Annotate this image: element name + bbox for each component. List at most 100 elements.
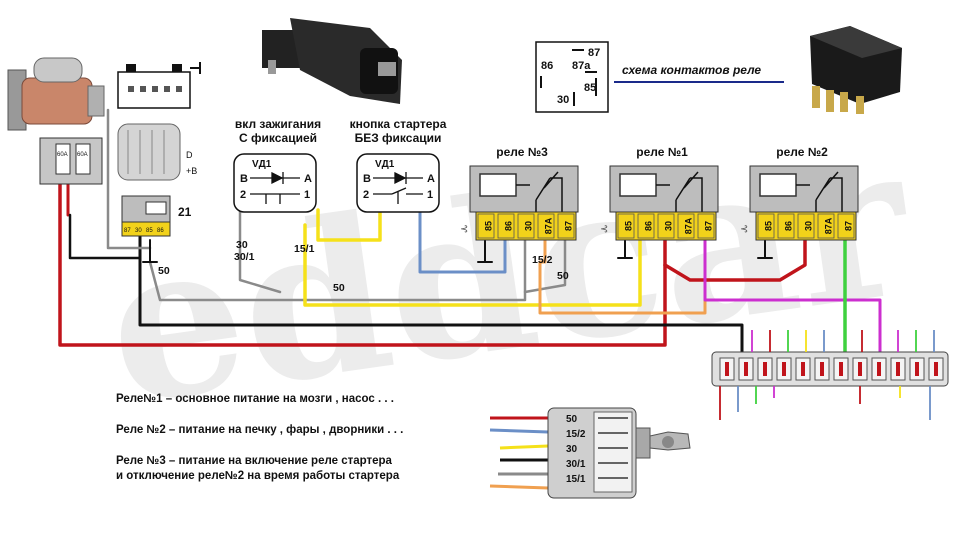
relay-pin-label: 86 [783,221,793,231]
fuse-element [744,362,748,376]
label-50-b: 50 [333,282,345,294]
relay-pin-slot [757,213,775,239]
fuse-element [801,362,805,376]
relay-contact [656,171,703,212]
fuse-element [839,362,843,376]
label-15-1: 15/1 [294,243,315,255]
relay-pin-slot [677,213,695,239]
label-30: 30 [236,239,248,251]
gray-wire-87 [523,238,567,294]
ignition-vd: VД1 [252,159,272,170]
relay-pin-slot [697,213,715,239]
black-wire [138,220,744,357]
relay-pin-label: 85 [623,221,633,231]
note-relay3-line2: и отключение реле№2 на время работы стар… [116,469,400,482]
relay21-label: 21 [178,205,192,219]
relay-pin-label: 30 [523,221,533,231]
svg-text:60A: 60A [77,152,88,158]
wire-labels: 30 30/1 15/1 50 50 15/2 50 [158,239,569,294]
relay-pin-slot [637,213,655,239]
starter-1: 1 [427,189,433,201]
starter-title: кнопка стартера [350,117,447,131]
fuse-element [934,362,938,376]
relay-key-icon: ⊰ [600,224,608,235]
relay21-pin: 87 [124,228,131,234]
note-relay2: Реле №2 – питание на печку , фары , двор… [116,423,404,436]
fuse-element [858,362,862,376]
fuse-element [915,362,919,376]
note-relay3-line1: Реле №3 – питание на включение реле стар… [116,454,392,467]
relay-pin-slot [797,213,815,239]
starter-vd: VД1 [375,159,395,170]
lock-terminal-label: 30 [566,444,578,455]
label-50-c: 50 [557,270,569,282]
ignition-1: 1 [304,189,310,201]
relay-pin-slot [537,213,555,239]
legend-title: схема контактов реле [622,63,761,77]
relay-pin-label: 87 [563,221,573,231]
yellow-wire-15-1 [303,223,642,307]
relay-21: 21 87 30 85 86 [121,195,192,237]
relay-pin-label: 86 [643,221,653,231]
svg-text:60A: 60A [57,152,68,158]
blue-wire [418,208,507,274]
lock-terminal-label: 15/1 [566,474,586,485]
relay-pin-slot [817,213,835,239]
gray-wire-1 [106,108,152,250]
fuse-element [820,362,824,376]
starter-motor [7,57,105,131]
relay21-pin: 30 [135,228,142,234]
fuse-element [877,362,881,376]
rocker-switch-photo [262,18,402,104]
relay-pin-slot [517,213,535,239]
relay-pin-legend: 87 87a 86 85 30 схема контактов реле [535,41,784,113]
relay-pin-label: 87 [843,221,853,231]
lock-terminal-label: 15/2 [566,429,586,440]
relay-title: реле №3 [496,145,548,159]
lock-terminal-label: 30/1 [566,459,586,470]
relay-contact [516,171,563,212]
note-relay1: Реле№1 – основное питание на мозги , нас… [116,393,394,405]
legend-pin-85: 85 [584,82,596,94]
main-fuse-box: 60A 60A [39,137,103,185]
ignition-switch: вкл зажигания С фиксацией VД1 B A 2 1 [233,117,321,213]
starter-a: A [427,173,435,185]
red-wire-branch [663,238,807,282]
label-50-a: 50 [158,265,170,277]
relay-pin-slot [497,213,515,239]
gray-wire-30 [238,208,282,294]
ground-relay1 [617,239,633,259]
relay21-pin: 85 [146,228,153,234]
gray-wire-50 [148,238,527,302]
ignition-subtitle: С фиксацией [239,131,317,145]
relay-pin-slot [617,213,635,239]
starter-2: 2 [363,189,369,201]
relay-key-icon: ⊰ [460,224,468,235]
battery [117,62,201,109]
black-wire-ground [68,213,142,260]
generator: D +B [117,123,197,181]
ignition-lock-wires [489,416,549,490]
fuse-element [782,362,786,376]
starter-subtitle: БЕЗ фиксации [355,131,442,145]
legend-pin-87a: 87a [572,60,591,72]
relay-title: реле №1 [636,145,688,159]
relay-pin-label: 87A [683,217,693,234]
relay-pin-slot [477,213,495,239]
relay-pin-label: 87A [823,217,833,234]
relay21-pin: 86 [157,228,164,234]
relay-contact [796,171,843,212]
ignition-b: B [240,173,248,185]
relay-pin-label: 86 [503,221,513,231]
ignition-a: A [304,173,312,185]
ignition-title: вкл зажигания [235,117,321,131]
svg-text:D: D [186,150,193,160]
starter-button: кнопка стартера БЕЗ фиксации VД1 B A 2 1 [350,117,447,213]
ground-relay2 [757,239,773,259]
label-15-2: 15/2 [532,254,553,266]
